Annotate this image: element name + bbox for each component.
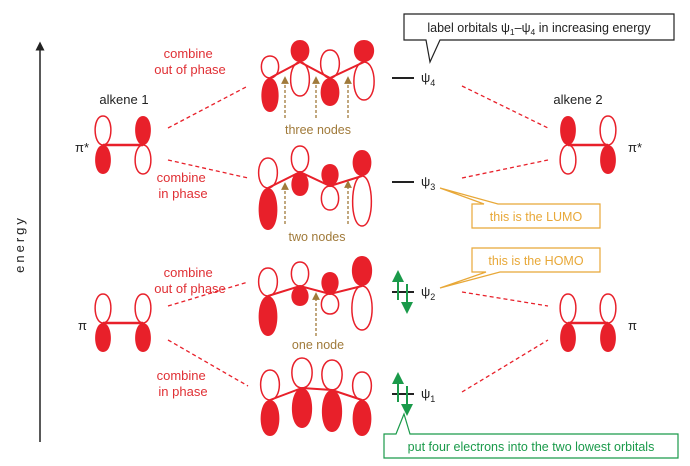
alkene2-title: alkene 2 <box>553 92 602 107</box>
energy-levels <box>392 77 414 395</box>
psi4-orbital <box>260 40 375 112</box>
alkene2-pi-label: π <box>628 318 637 333</box>
psi2-orbital <box>257 256 373 336</box>
psi3-nodes-label: two nodes <box>289 230 346 244</box>
energy-axis-label: energy <box>12 215 27 273</box>
alkene2-pi-orbital <box>559 293 617 352</box>
alkene1-pi-star-label: π* <box>75 140 89 155</box>
combine-label-top: combine out of phase <box>154 46 226 77</box>
alkene1-pi-label: π <box>78 318 87 333</box>
psi3-label: ψ3 <box>421 174 435 192</box>
psi3-orbital <box>257 145 373 230</box>
homo-callout: this is the HOMO <box>439 247 601 289</box>
alkene2-pi-star-label: π* <box>628 140 642 155</box>
electrons-callout: put four electrons into the two lowest o… <box>383 412 679 459</box>
alkene1-pi-orbital <box>94 293 152 352</box>
psi1-label: ψ1 <box>421 386 435 404</box>
combine-label-bottom: combine in phase <box>157 368 210 399</box>
alkene2-pi-star-orbital <box>559 115 617 175</box>
svg-text:put four electrons into the tw: put four electrons into the two lowest o… <box>408 440 655 454</box>
psi1-orbital <box>259 357 373 436</box>
psi4-node-arrows <box>281 76 352 118</box>
psi4-nodes-label: three nodes <box>285 123 351 137</box>
psi2-electrons <box>392 270 413 314</box>
correlation-lines <box>167 85 549 393</box>
alkene1-pi-star-orbital <box>94 115 152 175</box>
label-orbitals-callout: label orbitals ψ1–ψ4 in increasing energ… <box>403 13 675 64</box>
psi4-label: ψ4 <box>421 70 435 88</box>
alkene1-title: alkene 1 <box>99 92 148 107</box>
svg-text:this is the LUMO: this is the LUMO <box>490 210 583 224</box>
svg-text:this is the HOMO: this is the HOMO <box>488 254 583 268</box>
psi1-electrons <box>392 372 413 416</box>
psi3-node-arrows <box>281 180 352 224</box>
psi2-label: ψ2 <box>421 284 435 302</box>
combine-label-second: combine in phase <box>157 170 210 201</box>
combine-label-third: combine out of phase <box>154 265 226 296</box>
svg-text:label orbitals ψ1–ψ4 in increa: label orbitals ψ1–ψ4 in increasing energ… <box>427 21 651 37</box>
lumo-callout: this is the LUMO <box>439 187 601 229</box>
psi2-nodes-label: one node <box>292 338 344 352</box>
